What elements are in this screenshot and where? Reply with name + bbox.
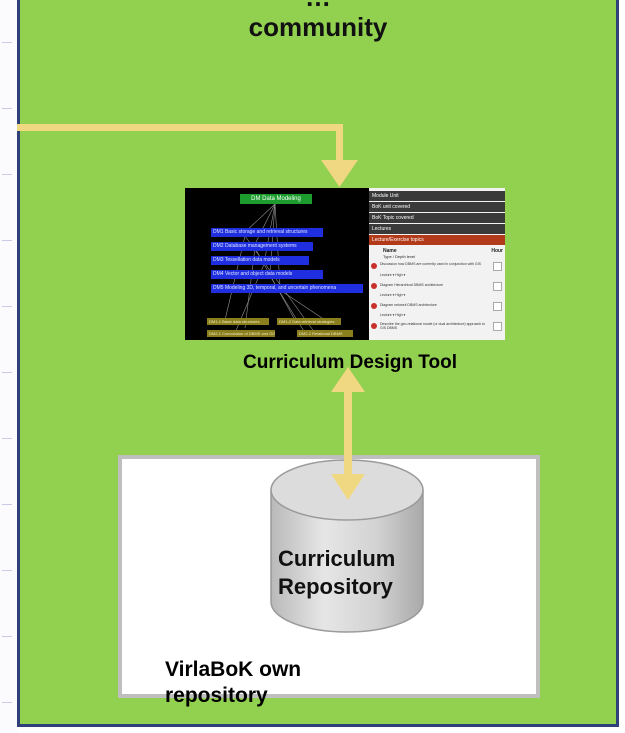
margin-tick	[2, 174, 12, 175]
remove-icon	[371, 303, 377, 309]
panel-title: community	[248, 12, 388, 42]
curriculum-tool-screenshot: DM Data Modeling DM1 Basic storage and r…	[185, 188, 505, 340]
side-header-type: Type / Depth level	[383, 254, 416, 259]
side-header-hours: Hour	[491, 248, 503, 254]
hours-input	[493, 322, 502, 331]
side-bar: Lectures	[369, 224, 505, 234]
margin-tick	[2, 372, 12, 373]
tree-subnode: DM1-1 Basic data structures	[207, 318, 269, 325]
margin-tick	[2, 306, 12, 307]
concept-tree: DM Data Modeling DM1 Basic storage and r…	[185, 188, 369, 340]
side-bar-active: Lecture/Exercise topics	[369, 235, 505, 245]
tree-subnode: DM2-2 Relational DBMS	[297, 330, 353, 337]
remove-icon	[371, 323, 377, 329]
tree-node: DM3 Tessellation data models	[211, 256, 309, 265]
side-bar: BoK unit covered	[369, 202, 505, 212]
side-row: Diagram network DBMS architecture	[369, 302, 505, 311]
side-bar: BoK Topic covered	[369, 213, 505, 223]
side-row: Discussion how DBMS are currently used i…	[369, 262, 505, 271]
tree-node: DM4 Vector and object data models	[211, 270, 323, 279]
tree-node: DM5 Modeling 3D, temporal, and uncertain…	[211, 284, 363, 293]
slide-margin	[0, 0, 17, 733]
margin-tick	[2, 438, 12, 439]
hours-input	[493, 282, 502, 291]
side-row: Describe the geo-relational model (or du…	[369, 322, 505, 338]
tree-node: DM2 Database management systems	[211, 242, 313, 251]
side-row: Lecture ▾ High ▾	[380, 273, 406, 277]
connector-arrow	[17, 124, 358, 187]
repository-box-label: VirlaBoK own repository	[165, 658, 302, 707]
side-row: Lecture ▾ High ▾	[380, 293, 406, 297]
margin-tick	[2, 240, 12, 241]
hours-input	[493, 262, 502, 271]
cylinder-label: Curriculum Repository	[278, 546, 396, 599]
side-bar: Module Unit	[369, 191, 505, 201]
side-header: Name Type / Depth level Hour	[369, 247, 505, 261]
remove-icon	[371, 283, 377, 289]
tree-subnode: DM2-1 Coevolution of DBMS and GIS	[207, 330, 275, 337]
margin-tick	[2, 636, 12, 637]
tree-root-node: DM Data Modeling	[240, 194, 312, 204]
tree-subnode: DM1-2 Data retrieval strategies	[277, 318, 341, 325]
margin-tick	[2, 108, 12, 109]
remove-icon	[371, 263, 377, 269]
panel-title-cut: …	[20, 0, 616, 12]
margin-tick	[2, 570, 12, 571]
double-arrow	[331, 367, 365, 500]
side-header-name: Name	[383, 248, 397, 254]
side-row: Lecture ▾ High ▾	[380, 313, 406, 317]
margin-tick	[2, 702, 12, 703]
tool-side-panel: Module Unit BoK unit covered BoK Topic c…	[369, 188, 505, 340]
margin-tick	[2, 504, 12, 505]
tree-node: DM1 Basic storage and retrieval structur…	[211, 228, 323, 237]
hours-input	[493, 302, 502, 311]
margin-tick	[2, 42, 12, 43]
side-row: Diagram Hierarchical DBMS architecture	[369, 282, 505, 291]
tool-caption: Curriculum Design Tool	[243, 352, 457, 373]
